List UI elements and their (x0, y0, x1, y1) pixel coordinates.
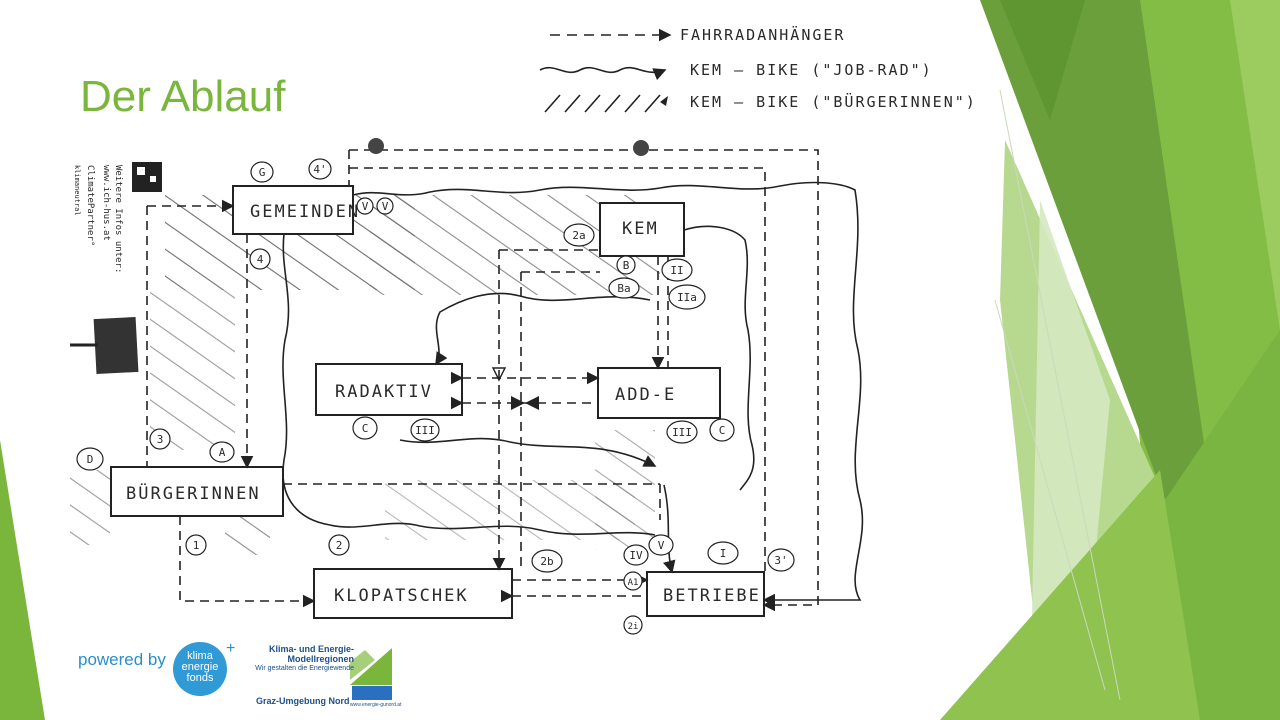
legend-item-buergerinnen: KEM – BIKE ("BÜRGERINNEN") (544, 92, 977, 113)
triangle-marker (491, 367, 507, 382)
marker-3: 3 (149, 428, 171, 450)
kem-logo-text: Klima- und Energie- Modellregionen Wir g… (255, 644, 354, 672)
dot-marker (633, 140, 649, 156)
marker-C-left: C (352, 416, 378, 440)
svg-text:IV: IV (629, 549, 643, 562)
marker-IIa: IIa (668, 284, 706, 310)
kem-region-label: Graz-Umgebung Nord (256, 696, 350, 706)
label-klopatschek: KLOPATSCHEK (334, 586, 469, 606)
marker-G: G (250, 161, 274, 183)
svg-text:V: V (382, 200, 389, 213)
marker-2b: 2b (531, 549, 563, 573)
marker-Ba: Ba (608, 277, 640, 299)
svg-text:2: 2 (336, 539, 343, 552)
marker-A: A (209, 441, 235, 463)
marker-4: 4 (249, 248, 271, 270)
marker-C-right: C (709, 418, 735, 442)
marker-3i: 3' (767, 548, 795, 572)
svg-text:IIa: IIa (677, 291, 697, 304)
label-radaktiv: RADAKTIV (335, 382, 433, 402)
label-gemeinden: GEMEINDEN (250, 202, 360, 222)
kem-url: www.energie-gunord.at (350, 702, 402, 708)
svg-text:III: III (672, 426, 692, 439)
plus-icon: + (226, 640, 236, 657)
marker-III-right: III (666, 420, 698, 444)
svg-text:III: III (415, 424, 435, 437)
marker-III-left: III (410, 418, 440, 442)
marker-D: D (76, 447, 104, 471)
marker-II: II (661, 258, 693, 282)
marker-V1: V (356, 197, 374, 215)
svg-text:2a: 2a (572, 229, 585, 242)
box-kem (599, 202, 685, 257)
box-klopatschek (313, 568, 513, 619)
marker-2: 2 (328, 534, 350, 556)
legend-label-trailer: FAHRRADANHÄNGER (680, 25, 845, 44)
wavy-flows (282, 181, 864, 607)
marker-2a: 2a (563, 223, 595, 247)
bowtie-marker (511, 396, 539, 410)
svg-text:C: C (362, 422, 369, 435)
svg-text:4: 4 (257, 253, 264, 266)
label-adde: ADD-E (615, 385, 676, 405)
box-gemeinden (232, 185, 354, 235)
label-kem: KEM (622, 219, 659, 239)
side-card-line2: www.ich-hus.at (101, 165, 111, 241)
marker-A2: 2i (623, 615, 643, 635)
marker-Vb: V (648, 534, 674, 556)
klima-energie-fonds-logo: klima energie fonds (173, 642, 227, 696)
svg-text:2b: 2b (540, 555, 553, 568)
svg-text:4': 4' (313, 163, 326, 176)
marker-B: B (616, 255, 636, 275)
svg-text:3': 3' (774, 554, 787, 567)
legend-item-trailer: FAHRRADANHÄNGER (550, 25, 845, 44)
svg-text:Ba: Ba (617, 282, 630, 295)
marker-1: 1 (185, 534, 207, 556)
label-buergerinnen: BÜRGERINNEN (126, 482, 261, 504)
side-card: Weitere Infos unter: www.ich-hus.at Clim… (70, 150, 162, 375)
svg-text:B: B (623, 259, 630, 272)
svg-text:V: V (658, 539, 665, 552)
box-radaktiv (315, 363, 463, 416)
dashed-flows (146, 149, 819, 612)
slide-title: Der Ablauf (80, 72, 286, 121)
svg-text:II: II (670, 264, 683, 277)
marker-4i: 4' (308, 158, 332, 180)
svg-text:A1: A1 (628, 578, 639, 588)
logos-footer: powered by klima energie fonds + Klima- … (78, 640, 408, 710)
side-card-line1: Weitere Infos unter: (113, 165, 123, 273)
label-betriebe: BETRIEBE (663, 586, 761, 606)
hatched-bike-areas (70, 195, 660, 555)
powered-by-label: powered by (78, 650, 166, 669)
svg-text:I: I (720, 547, 727, 560)
svg-text:1: 1 (193, 539, 200, 552)
side-card-line4: klimaneutral (73, 165, 81, 216)
box-buergerinnen (110, 466, 284, 517)
svg-text:2i: 2i (628, 622, 639, 632)
marker-IV: IV (623, 544, 649, 566)
marker-A1: A1 (623, 571, 643, 591)
kem-logo-icon (350, 648, 392, 700)
side-card-line3: ClimatePartner° (85, 165, 95, 246)
svg-text:G: G (259, 166, 266, 179)
svg-text:A: A (219, 446, 226, 459)
marker-I: I (707, 541, 739, 565)
legend-item-jobrad: KEM – BIKE ("JOB-RAD") (539, 61, 933, 81)
svg-text:V: V (362, 200, 369, 213)
svg-text:D: D (87, 453, 94, 466)
svg-text:C: C (719, 424, 726, 437)
legend-label-buergerinnen: KEM – BIKE ("BÜRGERINNEN") (690, 92, 977, 111)
svg-text:3: 3 (157, 433, 164, 446)
legend: FAHRRADANHÄNGER KEM – BIKE ("JOB-RAD") K… (539, 25, 977, 113)
marker-V2: V (376, 197, 394, 215)
dot-marker (368, 138, 384, 154)
legend-label-jobrad: KEM – BIKE ("JOB-RAD") (690, 61, 933, 79)
